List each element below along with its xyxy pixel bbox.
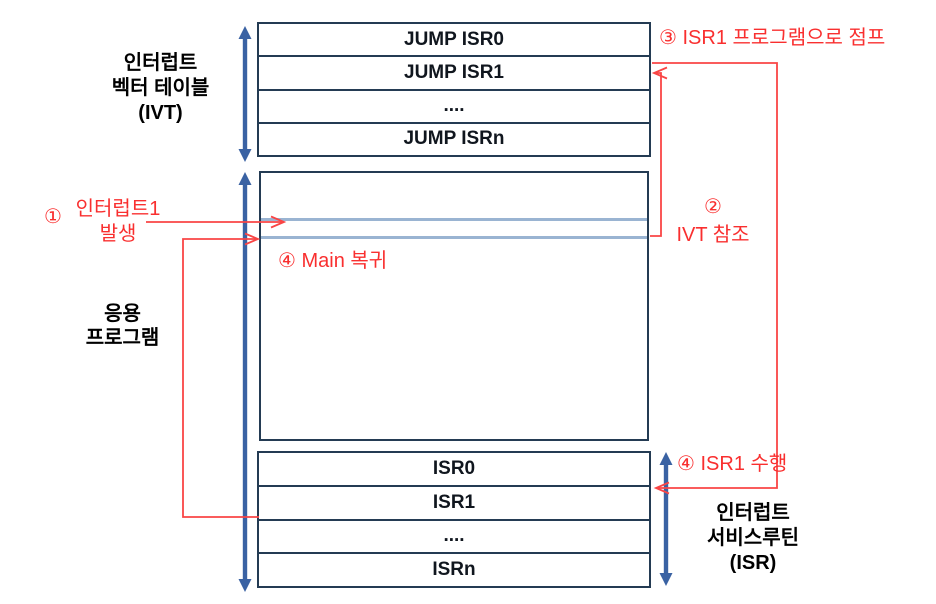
isr-label-line: 인터럽트 [716,502,790,524]
step2-label-line: IVT 참조 [676,224,750,246]
ivt-label-line: 벡터 테이블 [111,77,210,99]
step3-label: ③ ISR1 프로그램으로 점프 [659,27,886,49]
isr-label-line: 서비스루틴 [707,527,799,549]
interrupt-point-line [261,236,647,239]
application-label-line: 응용 [104,303,141,325]
isr-table: ISR0 ISR1 .... ISRn [257,451,651,588]
ivt-label-line: (IVT) [138,102,183,124]
isr-row: .... [259,518,649,553]
application-label: 응용 프로그램 [65,302,180,350]
ivt-row: JUMP ISRn [259,121,649,155]
ivt-label-line: 인터럽트 [123,52,198,74]
ivt-row: JUMP ISR1 [259,55,649,88]
step3-jump-to-isr-arrow [652,62,778,495]
step4-main-return-label: ④ Main 복귀 [278,250,388,272]
isr-row: ISR1 [259,484,649,519]
step1-label-line: 인터럽트1 [75,198,161,220]
isr-row: ISRn [259,552,649,586]
ivt-double-arrow-icon [238,26,252,162]
interrupt-point-line [261,218,647,221]
step2-number: ② [704,196,722,218]
ivt-label: 인터럽트 벡터 테이블 (IVT) [58,51,263,126]
ivt-row: JUMP ISR0 [404,28,504,50]
application-box [259,171,649,441]
program-double-arrow-icon [238,172,252,592]
isr-double-arrow-icon [659,452,673,586]
isr-label-line: (ISR) [729,552,777,574]
step1-label-line: 발생 [99,223,137,245]
ivt-table: JUMP ISR0 JUMP ISR1 .... JUMP ISRn [257,22,651,157]
step2-label: ② IVT 참조 [662,193,764,249]
ivt-row: .... [259,88,649,122]
step1-number: ① [44,206,62,228]
step4-isr-exec-label: ④ ISR1 수행 [677,453,788,475]
isr-label: 인터럽트 서비스루틴 (ISR) [683,501,823,576]
application-label-line: 프로그램 [85,327,160,349]
step1-label: 인터럽트1 발생 [72,197,164,247]
isr-row: ISR0 [432,457,476,479]
